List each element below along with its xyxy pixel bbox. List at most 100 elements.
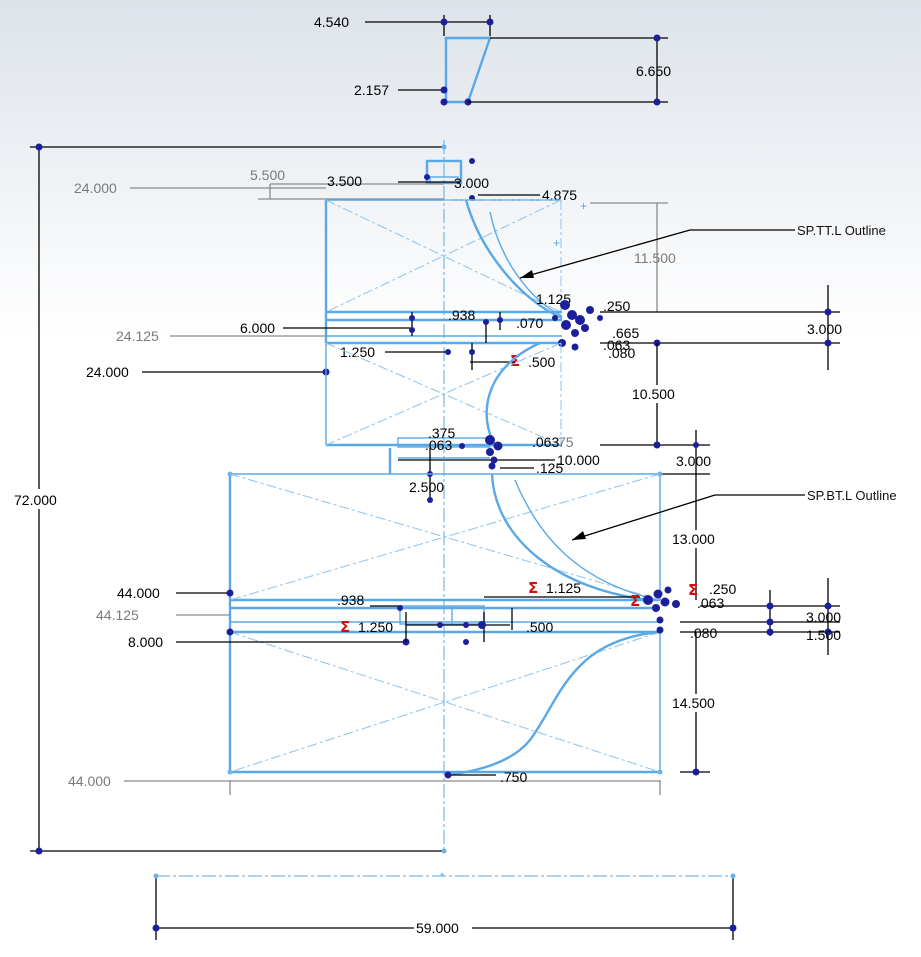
sketch-point[interactable] bbox=[440, 98, 448, 106]
sketch-point[interactable] bbox=[478, 621, 486, 629]
dim-neck-c[interactable]: .063 bbox=[532, 434, 559, 450]
dim-neck-width[interactable]: 10.000 bbox=[557, 452, 600, 468]
dim-top-width[interactable]: 4.540 bbox=[314, 14, 349, 30]
upper-cap[interactable] bbox=[425, 159, 463, 185]
sketch-point[interactable] bbox=[824, 339, 832, 347]
relation-sigma-icon[interactable]: Σ bbox=[630, 592, 640, 610]
sketch-point[interactable] bbox=[730, 873, 736, 879]
dim-neck-d[interactable]: .125 bbox=[536, 460, 563, 476]
sketch-point[interactable] bbox=[469, 349, 475, 355]
dim-top-bottom-width[interactable]: 2.157 bbox=[354, 82, 389, 98]
sketch-point[interactable] bbox=[441, 848, 447, 854]
sketch-point[interactable] bbox=[497, 317, 503, 323]
lower-outline-spline[interactable] bbox=[490, 473, 651, 602]
sketch-point[interactable] bbox=[692, 768, 700, 776]
sketch-point[interactable] bbox=[463, 622, 469, 628]
lower-point-cluster[interactable] bbox=[643, 586, 680, 634]
dim-neck-b[interactable]: .063 bbox=[425, 437, 452, 453]
sketch-point[interactable] bbox=[444, 771, 452, 779]
sketch-point[interactable] bbox=[35, 143, 43, 151]
dim-lower-ring-height[interactable]: 3.000 bbox=[806, 609, 841, 625]
sketch-point[interactable] bbox=[486, 18, 494, 26]
sketch-point[interactable] bbox=[766, 618, 774, 626]
upper-lower-box[interactable] bbox=[325, 343, 562, 447]
dim-upper-small-a[interactable]: .938 bbox=[448, 307, 475, 323]
sketch-point[interactable] bbox=[463, 639, 469, 645]
sketch-point[interactable] bbox=[653, 98, 661, 106]
dim-upper-body-width[interactable]: 24.000 bbox=[86, 364, 129, 380]
dim-cap-width[interactable]: 3.500 bbox=[327, 173, 362, 189]
sketch-point[interactable] bbox=[409, 327, 415, 333]
lower-inner-spline[interactable] bbox=[514, 479, 651, 599]
neck-point-cluster[interactable] bbox=[459, 435, 503, 470]
dim-upper-ring-gap[interactable]: 1.250 bbox=[340, 344, 375, 360]
dim-upper-ring-height[interactable]: 3.000 bbox=[807, 321, 842, 337]
dim-lower-ring-width[interactable]: 8.000 bbox=[128, 634, 163, 650]
sketch-point[interactable] bbox=[766, 602, 774, 610]
sketch-point[interactable] bbox=[35, 847, 43, 855]
sketch-point[interactable] bbox=[653, 441, 661, 449]
dim-lower-body-height[interactable]: 14.500 bbox=[672, 695, 715, 711]
dim-overall-height[interactable]: 72.000 bbox=[14, 492, 57, 508]
dim-lower-small-f[interactable]: .063 bbox=[697, 595, 724, 611]
relation-sigma-icon[interactable]: Σ bbox=[688, 581, 698, 599]
lower-body[interactable] bbox=[228, 473, 661, 774]
sketch-point[interactable] bbox=[445, 349, 451, 355]
dim-top-height[interactable]: 6.650 bbox=[636, 63, 671, 79]
relation-sigma-icon[interactable]: Σ bbox=[528, 579, 538, 597]
dim-overall-width[interactable]: 59.000 bbox=[416, 920, 459, 936]
upper-point-cluster[interactable] bbox=[552, 300, 603, 351]
sketch-point[interactable] bbox=[441, 144, 447, 150]
dim-lower-small-a[interactable]: .938 bbox=[337, 592, 364, 608]
dim-upper-small-h[interactable]: .063 bbox=[603, 337, 630, 353]
dim-upper-small-f[interactable]: .500 bbox=[528, 354, 555, 370]
dim-cap-offset[interactable]: 4.875 bbox=[542, 187, 577, 203]
dim-upper-ref-height[interactable]: 11.500 bbox=[634, 250, 676, 266]
sketch-point[interactable] bbox=[152, 924, 160, 932]
dim-neck-height[interactable]: 3.000 bbox=[676, 453, 711, 469]
sketch-point[interactable] bbox=[397, 605, 403, 611]
sketch-point[interactable] bbox=[824, 602, 832, 610]
dim-lower-small-g[interactable]: .080 bbox=[690, 625, 717, 641]
dim-lower-upper-height[interactable]: 13.000 bbox=[672, 531, 715, 547]
dim-neck-a[interactable]: .375 bbox=[428, 425, 455, 441]
sketch-point[interactable] bbox=[440, 86, 448, 94]
sketch-point[interactable] bbox=[226, 589, 234, 597]
sketch-point[interactable] bbox=[766, 628, 774, 636]
dim-upper-small-b[interactable]: .070 bbox=[516, 315, 543, 331]
dim-neck-ref[interactable]: 75 bbox=[558, 434, 574, 450]
sketch-point[interactable] bbox=[824, 628, 832, 636]
dim-upper-small-e[interactable]: .665 bbox=[612, 325, 639, 341]
dim-upper-ring-width[interactable]: 6.000 bbox=[240, 320, 275, 336]
sketch-point[interactable] bbox=[469, 158, 475, 164]
sketch-point[interactable] bbox=[427, 497, 433, 503]
dim-upper-ring-ref[interactable]: 24.125 bbox=[116, 328, 159, 344]
upper-inner-spline[interactable] bbox=[489, 211, 563, 317]
dim-upper-body-height[interactable]: 10.500 bbox=[632, 386, 675, 402]
dim-lower-ring-height2[interactable]: 1.500 bbox=[806, 627, 841, 643]
dim-lower-bottom-ref[interactable]: 44.000 bbox=[68, 773, 111, 789]
relation-sigma-icon[interactable]: Σ bbox=[510, 352, 520, 370]
dim-upper-ref-width[interactable]: 24.000 bbox=[74, 180, 117, 196]
dim-lower-width[interactable]: 44.000 bbox=[117, 585, 160, 601]
top-trapezoid[interactable] bbox=[444, 36, 492, 104]
upper-outline-label[interactable]: SP.TT.L Outline bbox=[797, 223, 886, 238]
sketch-point[interactable] bbox=[653, 34, 661, 42]
sketch-point[interactable] bbox=[409, 315, 415, 321]
sketch-point[interactable] bbox=[824, 308, 832, 316]
sketch-point[interactable] bbox=[693, 442, 699, 448]
sketch-point[interactable] bbox=[226, 628, 234, 636]
dim-lower-small-c[interactable]: .250 bbox=[709, 581, 736, 597]
sketch-point[interactable] bbox=[440, 18, 448, 26]
lower-outline-label[interactable]: SP.BT.L Outline bbox=[807, 488, 897, 503]
dim-lower-foot[interactable]: .750 bbox=[500, 769, 527, 785]
sketch-point[interactable] bbox=[153, 873, 159, 879]
sketch-point[interactable] bbox=[729, 924, 737, 932]
dim-lower-small-d[interactable]: 1.250 bbox=[358, 619, 393, 635]
dim-lower-small-e[interactable]: .500 bbox=[526, 619, 553, 635]
upper-outline-spline[interactable] bbox=[464, 199, 563, 320]
dim-neck-gap[interactable]: 2.500 bbox=[409, 479, 444, 495]
dim-cap-height[interactable]: 3.000 bbox=[454, 175, 489, 191]
dim-upper-small-d[interactable]: .250 bbox=[603, 298, 630, 314]
